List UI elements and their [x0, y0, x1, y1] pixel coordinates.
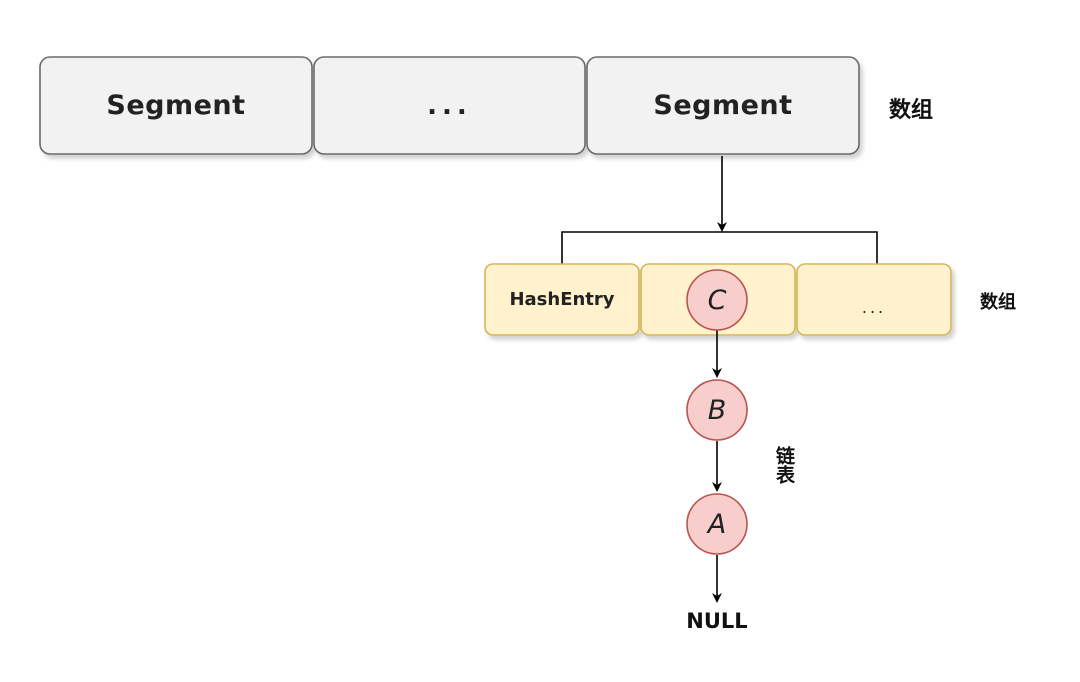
- segment-cell-2: [313, 56, 586, 155]
- node-c: [686, 269, 748, 331]
- segment-cell-2-label: ...: [427, 90, 472, 121]
- linked-list-caption: 链表: [773, 446, 795, 484]
- entry-bracket: [561, 231, 878, 264]
- hashentry-array: [484, 263, 952, 336]
- segment-to-entry-connector: [561, 156, 878, 264]
- node-a-label: A: [707, 508, 727, 540]
- entry-cell-3: [796, 263, 952, 336]
- segment-cell-3-label: Segment: [653, 90, 793, 121]
- node-b-label: B: [707, 394, 727, 426]
- null-terminal-label: NULL: [686, 609, 748, 633]
- node-a: [686, 493, 748, 555]
- node-b: [686, 379, 748, 441]
- entry-cell-3-label: ...: [861, 298, 887, 317]
- segment-cell-1-label: Segment: [106, 90, 246, 121]
- entry-cell-1-label: HashEntry: [509, 289, 615, 310]
- linked-list-nodes: [686, 269, 748, 555]
- segment-array-caption: 数组: [888, 98, 933, 123]
- segment-cell-1: [39, 56, 313, 155]
- segment-array: [39, 56, 860, 155]
- segment-cell-3: [586, 56, 860, 155]
- node-c-label: C: [707, 284, 727, 316]
- entry-cell-1: [484, 263, 640, 336]
- entry-array-caption: 数组: [980, 292, 1016, 313]
